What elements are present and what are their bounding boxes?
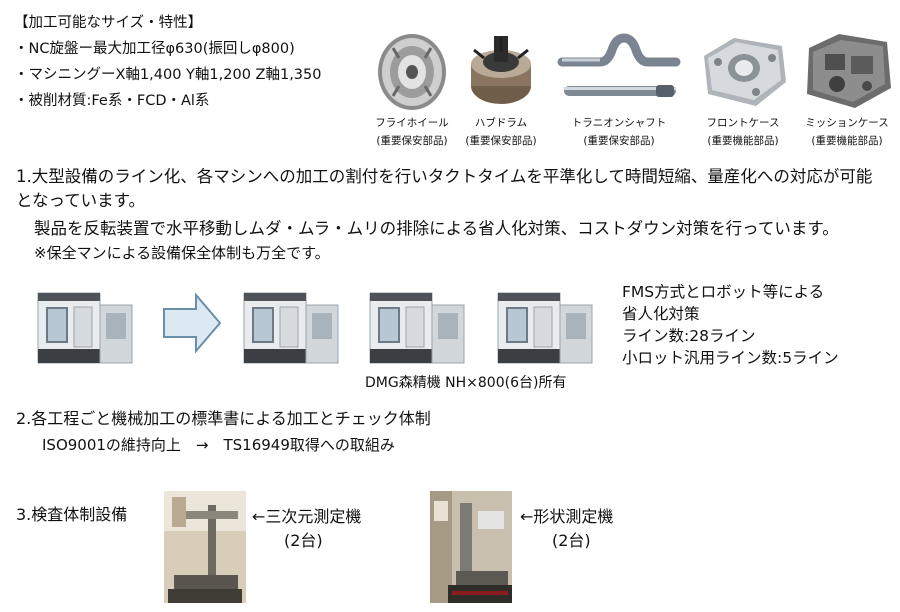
dmg-caption: DMG森精機 NH×800(6台)所有	[365, 375, 567, 391]
arrow-right-icon	[162, 292, 222, 354]
device-count: (2台)	[552, 531, 591, 550]
product-name: ミッションケース	[805, 117, 889, 129]
section1-body: 製品を反転装置で水平移動しムダ・ムラ・ムリの排除による省人化対策、コストダウン対…	[34, 219, 839, 238]
device-label: ←形状測定機	[520, 507, 614, 526]
product-front-case: フロントケース (重要機能部品)	[686, 28, 800, 148]
product-category: (重要保安部品)	[376, 135, 448, 147]
front-case-image	[686, 28, 800, 112]
machining-center-image	[496, 283, 594, 365]
section2-heading: 2.各工程ごと機械加工の標準書による加工とチェック体制	[16, 409, 431, 428]
fms-line: 省人化対策	[622, 305, 700, 323]
product-mission-case: ミッションケース (重要機能部品)	[795, 28, 899, 148]
flywheel-image	[355, 28, 469, 112]
spec-line: ・被削材質:Fe系・FCD・Al系	[14, 93, 210, 109]
product-name: フロントケース	[706, 117, 780, 129]
product-name: ハブドラム	[474, 117, 528, 129]
trunnion-shaft-image	[556, 28, 682, 112]
product-category: (重要機能部品)	[811, 135, 883, 147]
product-category: (重要機能部品)	[707, 135, 779, 147]
device-label: ←三次元測定機	[252, 507, 362, 526]
contour-measurer-photo	[430, 491, 512, 603]
machining-center-image	[368, 283, 466, 365]
product-category: (重要保安部品)	[465, 135, 537, 147]
fms-line: ライン数:28ライン	[622, 327, 756, 345]
device-count: (2台)	[284, 531, 323, 550]
spec-line: ・マシニングーX軸1,400 Y軸1,200 Z軸1,350	[14, 67, 322, 83]
specs-block: 【加工可能なサイズ・特性】 ・NC旋盤ー最大加工径φ630(振回しφ800) ・…	[14, 10, 321, 114]
product-trunnion-shaft: トラニオンシャフト (重要保安部品)	[556, 28, 682, 148]
fms-description: FMS方式とロボット等による 省人化対策 ライン数:28ライン 小ロット汎用ライ…	[622, 281, 839, 369]
machining-center-image	[242, 283, 340, 365]
cmm-photo	[164, 491, 246, 603]
specs-heading: 【加工可能なサイズ・特性】	[14, 15, 203, 31]
fms-line: FMS方式とロボット等による	[622, 283, 825, 301]
product-name: トラニオンシャフト	[571, 117, 667, 129]
product-category: (重要保安部品)	[583, 135, 655, 147]
fms-line: 小ロット汎用ライン数:5ライン	[622, 349, 839, 367]
product-name: フライホイール	[375, 117, 449, 129]
device-cmm: ←三次元測定機 (2台)	[252, 505, 361, 553]
machining-center-image	[36, 283, 134, 365]
section2-body: ISO9001の維持向上 → TS16949取得への取組み	[42, 436, 395, 454]
spec-line: ・NC旋盤ー最大加工径φ630(振回しφ800)	[14, 41, 295, 57]
device-contour-measurer: ←形状測定機 (2台)	[520, 505, 613, 553]
mission-case-image	[795, 28, 899, 112]
section1-note: ※保全マンによる設備保全体制も万全です。	[34, 244, 330, 262]
product-flywheel: フライホイール (重要保安部品)	[355, 28, 469, 148]
section1-heading: 1.大型設備のライン化、各マシンへの加工の割付を行いタクトタイムを平準化して時間…	[16, 167, 873, 210]
product-hub-drum: ハブドラム (重要保安部品)	[444, 28, 558, 148]
section3-heading: 3.検査体制設備	[16, 505, 128, 524]
hub-drum-image	[444, 28, 558, 112]
